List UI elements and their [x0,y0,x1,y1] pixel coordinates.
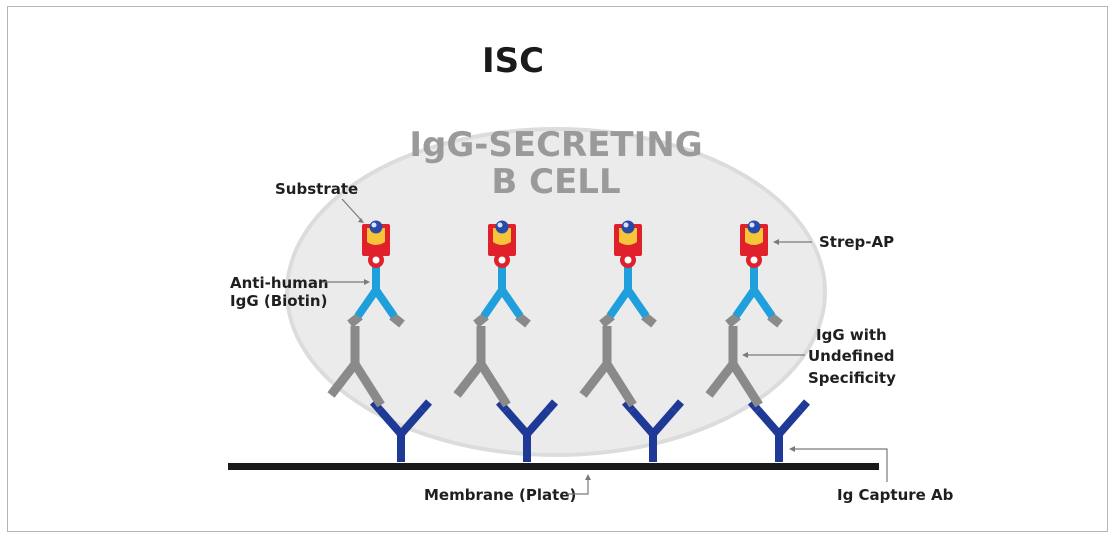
biotin-core [372,256,380,264]
capture-arm-right [649,407,678,437]
anti-human-arrow [364,279,370,285]
capture-ab-arrow [789,446,795,452]
capture-arm-right [775,407,804,437]
substrate [495,220,509,234]
membrane-leader [567,478,589,495]
igg-antibody [453,312,531,408]
igg-arrow [742,352,748,358]
anti-human-arm-left [606,287,632,319]
igg-tip-right [767,312,783,328]
igg-tip-left [599,312,615,328]
biotin-core [750,256,758,264]
igg-tip-left [473,312,489,328]
capture-arm-right [397,407,426,437]
igg-antibody [327,312,405,408]
igg-label-line1: IgG with [816,326,887,344]
anti-human-arm-right [624,287,650,319]
igg-arm-left [579,361,611,398]
substrate-highlight [497,222,503,228]
strep-ap-label: Strep-AP [819,233,894,251]
igg-arm-left [327,361,359,398]
capture-arm-left [502,407,531,437]
b-cell-label-line1: IgG-SECRETING [409,125,702,165]
igg-arm-right [477,361,511,408]
strep-ap-core [745,228,763,245]
b-cell-ellipse [285,127,827,457]
strep-ap-core [493,228,511,245]
anti-human-arm-right [372,287,398,319]
membrane-plate [228,463,879,470]
igg-arm-right [603,361,637,408]
capture-arm-left [754,407,783,437]
antibody-assembly-1 [327,220,433,462]
capture-antibody [369,399,433,462]
strep-ap-arrow [773,239,779,245]
capture-tip-right [670,399,685,413]
b-cell-label-line2: B CELL [491,162,620,202]
biotin-core [498,256,506,264]
substrate-highlight [749,222,755,228]
igg-tip-right [641,312,657,328]
igg-tip-left [347,312,363,328]
anti-human-arm-right [498,287,524,319]
anti-human-arm-left [354,287,380,319]
capture-arm-right [523,407,552,437]
substrate-arrow [358,218,364,223]
anti-human-arm-left [732,287,758,319]
igg-tip-right [389,312,405,328]
igg-antibody [705,312,783,408]
capture-tip-right [418,399,433,413]
substrate [621,220,635,234]
antibody-assembly-4 [705,220,811,462]
substrate [369,220,383,234]
igg-label-line2: Undefined [808,347,894,365]
igg-tip-left [725,312,741,328]
igg-arm-right [729,361,763,408]
strep-ap-core [367,228,385,245]
strep-ap-core [619,228,637,245]
igg-arm-left [453,361,485,398]
substrate-leader [341,198,363,222]
antibody-assemblies [327,220,811,462]
antibody-assembly-3 [579,220,685,462]
anti-human-arm-right [750,287,776,319]
capture-ab-leader [793,448,888,482]
igg-arm-right [351,361,385,408]
anti-human-arm-left [480,287,506,319]
substrate-highlight [623,222,629,228]
antibody-assembly-2 [453,220,559,462]
igg-arm-left [705,361,737,398]
membrane-label: Membrane (Plate) [424,486,576,504]
capture-arm-left [376,407,405,437]
capture-tip-right [544,399,559,413]
capture-antibody [495,399,559,462]
biotin-core [624,256,632,264]
igg-tip-right [515,312,531,328]
substrate [747,220,761,234]
membrane-arrow [585,474,591,480]
capture-arm-left [628,407,657,437]
diagram-title: ISC [482,41,544,81]
capture-tip-right [796,399,811,413]
substrate-label: Substrate [275,180,358,198]
anti-human-label-line2: IgG (Biotin) [230,292,327,310]
igg-label-line3: Specificity [808,369,896,387]
igg-antibody [579,312,657,408]
anti-human-label-line1: Anti-human [230,274,329,292]
capture-ab-label: Ig Capture Ab [837,486,954,504]
substrate-highlight [371,222,377,228]
